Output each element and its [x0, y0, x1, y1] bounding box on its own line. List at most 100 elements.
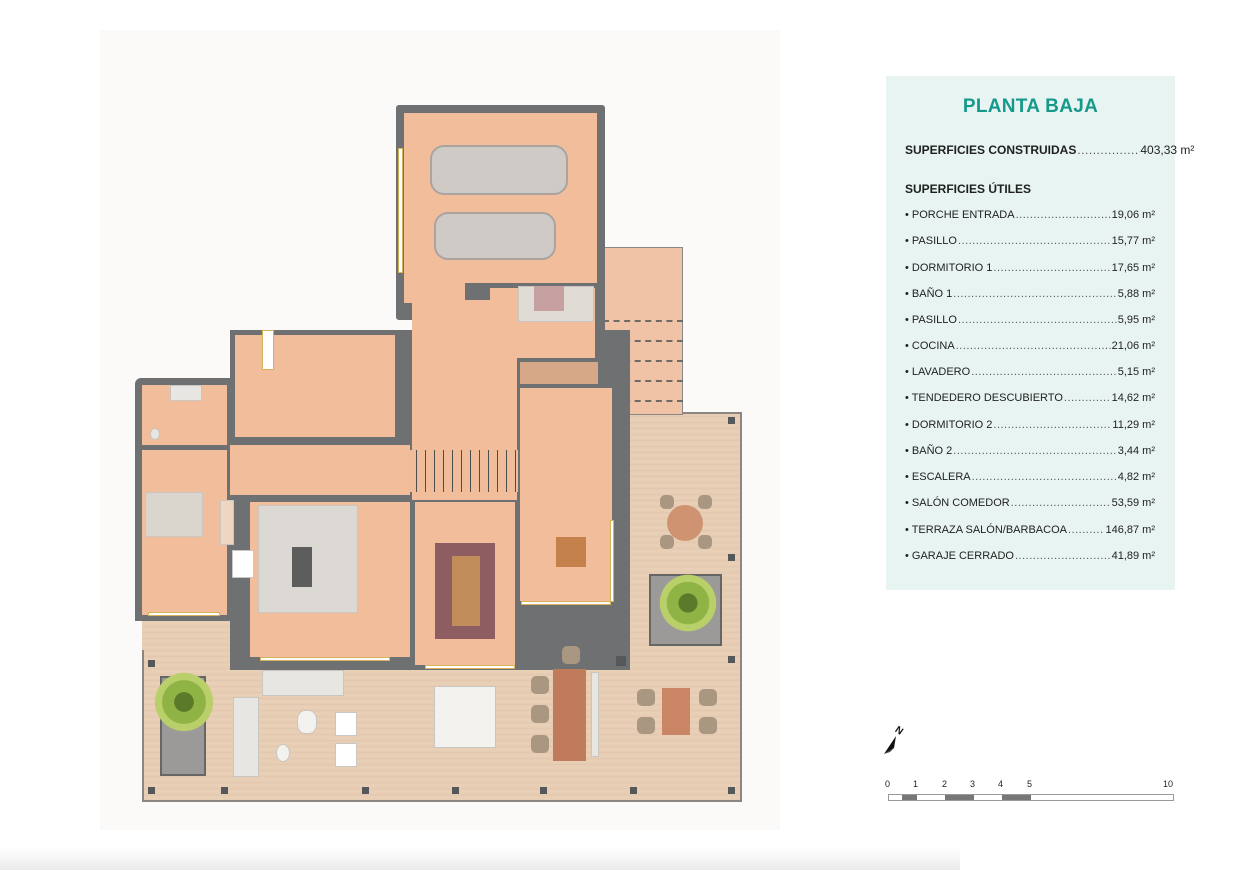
round-table-icon [667, 505, 703, 541]
room-name: • LAVADERO [905, 366, 971, 378]
room-name: • PASILLO [905, 235, 957, 247]
porche-entrada [235, 335, 395, 437]
area-row: • DORMITORIO 2 11,29 m² [905, 419, 1155, 431]
room-area: 17,65 m² [1111, 262, 1155, 274]
area-row: • BAÑO 23,44 m² [905, 445, 1155, 457]
pillar [728, 417, 735, 424]
pillar [728, 554, 735, 561]
room-area: 19,06 m² [1111, 209, 1155, 221]
leader-dots [1077, 143, 1139, 157]
useful-area-header: SUPERFICIES ÚTILES [905, 182, 1155, 196]
leader-dots [972, 471, 1117, 483]
leader-dots [1015, 550, 1111, 562]
useful-area-label: SUPERFICIES ÚTILES [905, 182, 1032, 196]
room-name: • TENDEDERO DESCUBIERTO [905, 392, 1063, 404]
pillar [616, 656, 626, 666]
area-summary-panel: PLANTA BAJA SUPERFICIES CONSTRUIDAS 403,… [886, 76, 1194, 590]
clothesline [603, 320, 683, 322]
chair-icon [562, 646, 580, 664]
area-row: • PASILLO 15,77 m² [905, 235, 1155, 247]
pillar [728, 656, 735, 663]
side-table-icon [276, 744, 290, 762]
area-row: • PASILLO5,95 m² [905, 314, 1155, 326]
clothesline [603, 380, 683, 382]
room-name: • BAÑO 2 [905, 445, 953, 457]
chair-icon [698, 495, 712, 509]
shower-icon [170, 385, 202, 401]
room-area: 11,29 m² [1112, 419, 1155, 431]
leader-dots [1064, 392, 1111, 404]
room-area: 5,95 m² [1117, 314, 1155, 326]
pillar [540, 787, 547, 794]
coffee-table [292, 547, 312, 587]
window [610, 520, 614, 602]
scale-tick: 0 [885, 779, 891, 789]
outdoor-table-icon [662, 688, 690, 735]
room-name: • PORCHE ENTRADA [905, 209, 1015, 221]
clothesline [603, 400, 683, 402]
window [425, 665, 515, 669]
scale-bar [888, 794, 1174, 801]
bbq-counter-icon [591, 672, 599, 757]
floor-title: PLANTA BAJA [962, 96, 1099, 117]
clothesline [603, 360, 683, 362]
leader-dots [958, 235, 1111, 247]
room-name: • ESCALERA [905, 471, 971, 483]
room-name: • BAÑO 1 [905, 288, 953, 300]
room-name: • SALÓN COMEDOR [905, 497, 1010, 509]
leader-dots [953, 445, 1116, 457]
fireplace-icon [232, 550, 254, 578]
room-name: • DORMITORIO 2 [905, 419, 993, 431]
area-row: • PORCHE ENTRADA 19,06 m² [905, 209, 1155, 221]
palm-icon [655, 570, 721, 636]
car-icon [430, 145, 568, 195]
room-name: • DORMITORIO 1 [905, 262, 993, 274]
pillar [452, 787, 459, 794]
pillar [148, 787, 155, 794]
chair-icon [660, 535, 674, 549]
chair-icon [531, 735, 549, 753]
cocina [520, 388, 612, 601]
pillar [362, 787, 369, 794]
area-row: • DORMITORIO 1 17,65 m² [905, 262, 1155, 274]
room-area: 5,15 m² [1117, 366, 1155, 378]
dining-table-icon [452, 556, 480, 626]
built-area-row: SUPERFICIES CONSTRUIDAS 403,33 m² [905, 143, 1194, 157]
car-icon [434, 212, 556, 260]
scale-tick: 10 [1163, 779, 1174, 789]
bbq-table-icon [553, 669, 586, 761]
chair-icon [699, 717, 717, 734]
scale-segment [1002, 795, 1031, 800]
pasillo [230, 445, 410, 495]
leader-dots [956, 340, 1111, 352]
sofa-icon [233, 697, 259, 777]
kitchen-table-icon [556, 537, 586, 567]
scale-tick: 4 [998, 779, 1004, 789]
scale-tick: 3 [970, 779, 976, 789]
toilet-icon [150, 428, 160, 440]
lounger-icon [434, 686, 496, 748]
north-label: N [893, 724, 905, 737]
area-row: • LAVADERO 5,15 m² [905, 366, 1155, 378]
scale-tick: 2 [942, 779, 948, 789]
room-area: 21,06 m² [1111, 340, 1155, 352]
clothesline [603, 340, 683, 342]
built-area-label: SUPERFICIES CONSTRUIDAS [905, 143, 1077, 157]
chair-icon [699, 689, 717, 706]
room-area: 4,82 m² [1117, 471, 1155, 483]
lavadero [520, 362, 598, 384]
scale-tick: 1 [913, 779, 919, 789]
room-name: • TERRAZA SALÓN/BARBACOA [905, 524, 1067, 536]
bed-cover [534, 286, 564, 311]
page-shadow [0, 848, 960, 870]
room-area: 15,77 m² [1111, 235, 1155, 247]
staircase [408, 450, 518, 492]
pillar [148, 660, 155, 667]
chair-icon [531, 676, 549, 694]
window [260, 657, 390, 661]
area-row: • ESCALERA 4,82 m² [905, 471, 1155, 483]
pouf-icon [335, 712, 357, 736]
area-row: • SALÓN COMEDOR53,59 m² [905, 497, 1155, 509]
chair-icon [637, 689, 655, 706]
chair-icon [698, 535, 712, 549]
